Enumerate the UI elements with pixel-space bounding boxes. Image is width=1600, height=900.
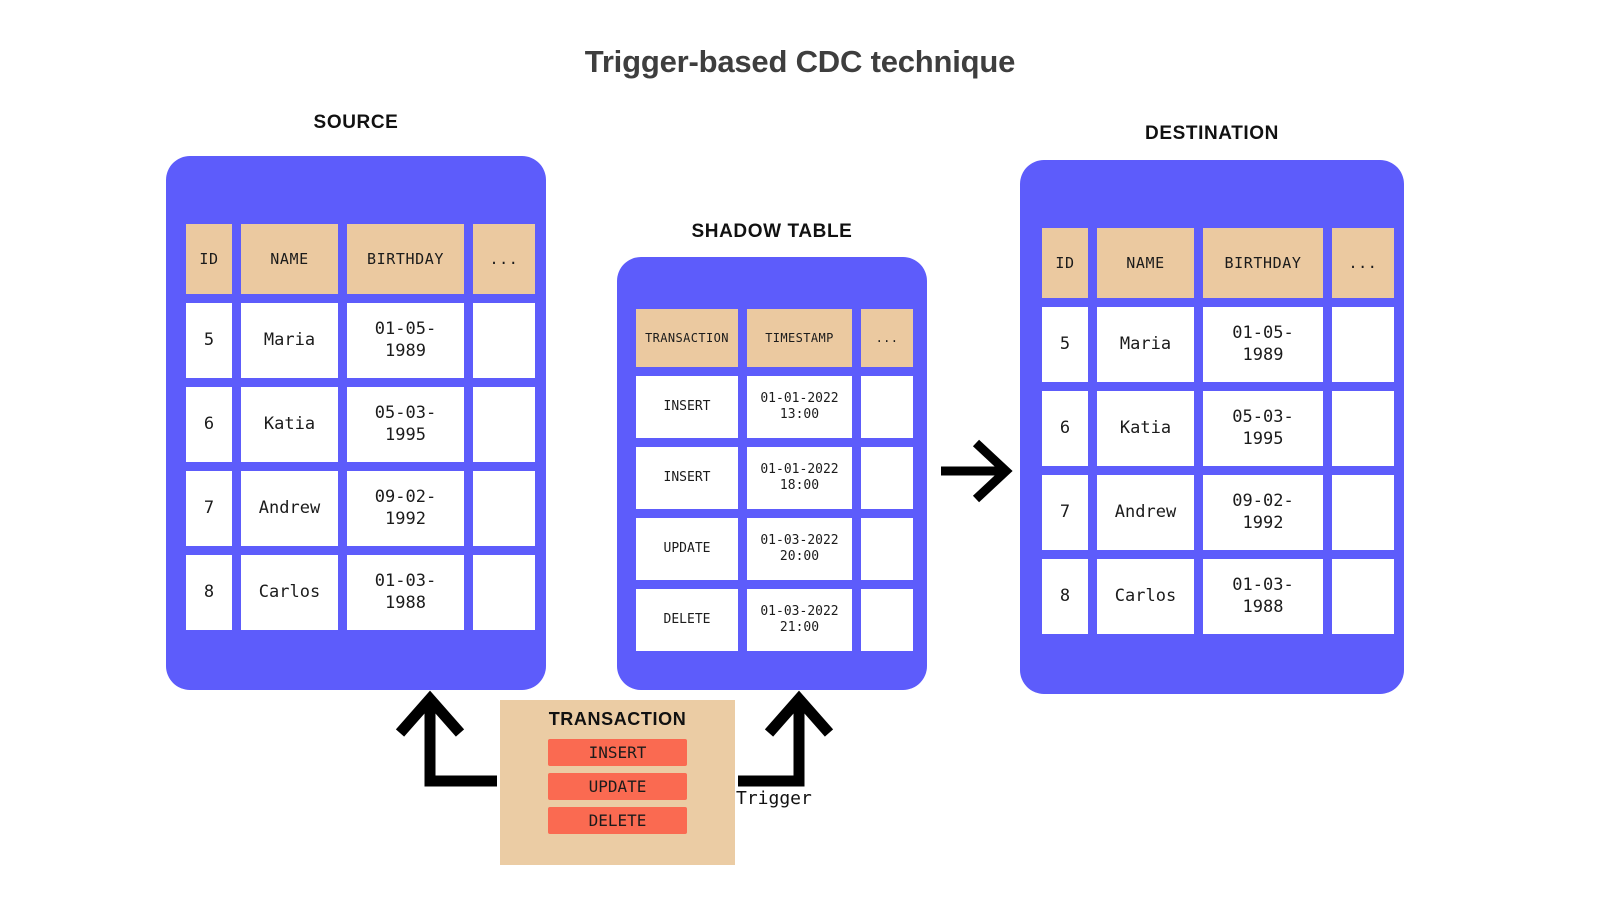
destination-cell	[1332, 475, 1394, 550]
trigger-label: Trigger	[736, 788, 812, 809]
source-cell: 6	[186, 387, 232, 462]
destination-cell	[1332, 307, 1394, 382]
transaction-to-shadow-arrow	[738, 690, 834, 787]
transaction-action-insert-button[interactable]: INSERT	[548, 739, 687, 766]
destination-cell: Andrew	[1097, 475, 1194, 550]
destination-cell: 01-05- 1989	[1203, 307, 1323, 382]
source-cell: 5	[186, 303, 232, 378]
shadow-cell	[861, 589, 913, 651]
shadow-cell: UPDATE	[636, 518, 738, 580]
source-cell: Katia	[241, 387, 338, 462]
source-column-header: BIRTHDAY	[347, 224, 464, 294]
shadow-cell	[861, 447, 913, 509]
destination-cell: 6	[1042, 391, 1088, 466]
transaction-action-list: INSERT UPDATE DELETE	[500, 739, 735, 834]
destination-cell: 8	[1042, 559, 1088, 634]
source-cell: Andrew	[241, 471, 338, 546]
shadow-cell: INSERT	[636, 447, 738, 509]
destination-cell: 01-03- 1988	[1203, 559, 1323, 634]
destination-cell: Katia	[1097, 391, 1194, 466]
source-caption: SOURCE	[313, 112, 399, 133]
source-cell: 01-03- 1988	[347, 555, 464, 630]
source-cell: 09-02- 1992	[347, 471, 464, 546]
destination-cell: Carlos	[1097, 559, 1194, 634]
source-cell: 7	[186, 471, 232, 546]
shadow-column-header: TRANSACTION	[636, 309, 738, 367]
shadow-cell: 01-03-2022 20:00	[747, 518, 852, 580]
shadow-cell	[861, 518, 913, 580]
destination-cell: 09-02- 1992	[1203, 475, 1323, 550]
shadow-cell: 01-01-2022 13:00	[747, 376, 852, 438]
shadow-cell: 01-03-2022 21:00	[747, 589, 852, 651]
destination-column-header: NAME	[1097, 228, 1194, 298]
destination-caption: DESTINATION	[1145, 123, 1279, 144]
source-column-header: ...	[473, 224, 535, 294]
destination-cell	[1332, 559, 1394, 634]
source-cell: 8	[186, 555, 232, 630]
source-cell: Carlos	[241, 555, 338, 630]
shadow-cell: INSERT	[636, 376, 738, 438]
transaction-action-delete-button[interactable]: DELETE	[548, 807, 687, 834]
destination-column-header: ID	[1042, 228, 1088, 298]
source-column-header: ID	[186, 224, 232, 294]
shadow-cell: 01-01-2022 18:00	[747, 447, 852, 509]
source-cell	[473, 387, 535, 462]
destination-cell: Maria	[1097, 307, 1194, 382]
destination-column-header: BIRTHDAY	[1203, 228, 1323, 298]
source-cell: 05-03- 1995	[347, 387, 464, 462]
source-cell	[473, 303, 535, 378]
destination-cell	[1332, 391, 1394, 466]
transaction-to-source-arrow	[395, 690, 497, 787]
shadow-column-header: ...	[861, 309, 913, 367]
shadow-column-header: TIMESTAMP	[747, 309, 852, 367]
page-title: Trigger-based CDC technique	[584, 44, 1016, 79]
shadow-to-destination-arrow	[941, 439, 1013, 503]
transaction-action-update-button[interactable]: UPDATE	[548, 773, 687, 800]
source-column-header: NAME	[241, 224, 338, 294]
destination-cell: 5	[1042, 307, 1088, 382]
source-cell: Maria	[241, 303, 338, 378]
source-cell: 01-05- 1989	[347, 303, 464, 378]
transaction-title: TRANSACTION	[548, 709, 687, 729]
shadow-table-caption: SHADOW TABLE	[691, 221, 853, 242]
shadow-cell: DELETE	[636, 589, 738, 651]
destination-cell: 7	[1042, 475, 1088, 550]
source-cell	[473, 471, 535, 546]
transaction-box: TRANSACTION INSERT UPDATE DELETE	[500, 700, 735, 865]
source-cell	[473, 555, 535, 630]
destination-column-header: ...	[1332, 228, 1394, 298]
destination-cell: 05-03- 1995	[1203, 391, 1323, 466]
shadow-cell	[861, 376, 913, 438]
